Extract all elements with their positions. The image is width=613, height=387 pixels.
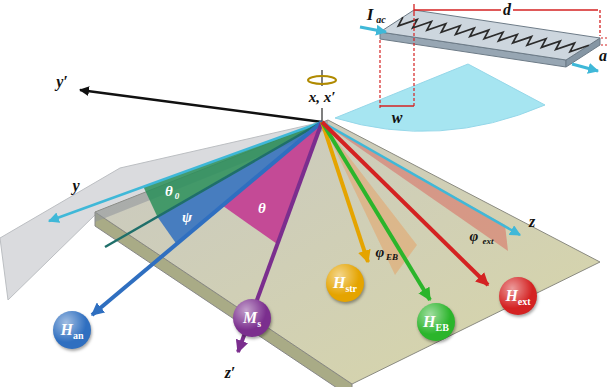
subscript-text: str bbox=[345, 283, 357, 294]
angle-subscript: ext bbox=[483, 237, 494, 246]
field-bubble: Han bbox=[53, 311, 91, 349]
angle-symbol: θ bbox=[165, 184, 173, 199]
symbol-text: M bbox=[243, 309, 257, 326]
bubble-text: Ms bbox=[243, 310, 261, 326]
axis-label: x, x′ bbox=[309, 90, 336, 105]
axis-label: z bbox=[529, 214, 535, 230]
bubble-text: Hext bbox=[505, 288, 530, 304]
axis-label: y bbox=[72, 178, 79, 194]
field-bubble: Hext bbox=[499, 277, 537, 315]
bubble-text: Han bbox=[60, 322, 83, 338]
symbol-text: H bbox=[60, 321, 72, 338]
field-bubble: HEB bbox=[417, 303, 455, 341]
bubble-text: Hstr bbox=[333, 275, 357, 291]
field-bubble: Hstr bbox=[326, 264, 364, 302]
dimension-label: w bbox=[392, 110, 403, 126]
bubble-text: HEB bbox=[423, 314, 449, 330]
angle-symbol: ψ bbox=[182, 210, 192, 225]
subscript-text: ext bbox=[518, 296, 531, 307]
axis-label: z′ bbox=[225, 365, 236, 381]
angle-symbol: φ bbox=[470, 229, 479, 244]
subscript-text: EB bbox=[436, 322, 449, 333]
subscript-text: s bbox=[257, 318, 261, 329]
angle-symbol: φ bbox=[376, 245, 385, 260]
angle-subscript: 0 bbox=[175, 192, 180, 201]
symbol-text: H bbox=[505, 287, 517, 304]
dimension-label: d bbox=[501, 2, 513, 18]
symbol-text: H bbox=[423, 313, 435, 330]
magnetization-bubble: Ms bbox=[233, 299, 271, 337]
angle-subscript: EB bbox=[386, 253, 398, 262]
subscript-text: an bbox=[73, 330, 84, 341]
current-subscript: ac bbox=[376, 15, 385, 25]
angle-symbol: θ bbox=[258, 201, 266, 216]
axis-label: y′ bbox=[56, 74, 68, 90]
current-symbol: I bbox=[367, 6, 374, 23]
dimension-label: a bbox=[599, 48, 607, 64]
symbol-text: H bbox=[333, 274, 345, 291]
